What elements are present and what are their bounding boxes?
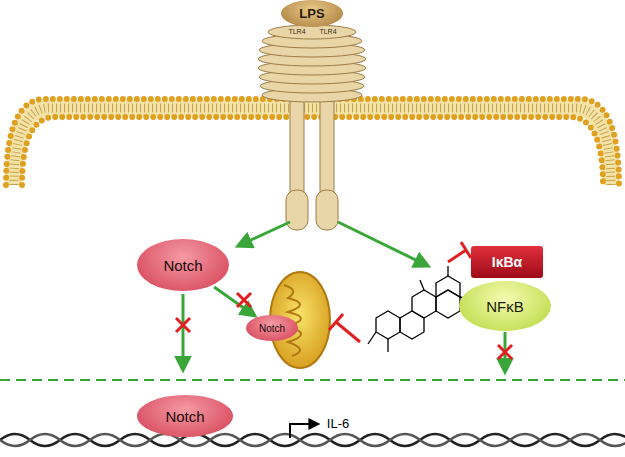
receptor-label: TLR4 — [319, 28, 336, 35]
signal-arrow — [182, 294, 185, 370]
node-text: LPS — [299, 6, 324, 21]
signal-arrow — [238, 222, 290, 246]
signal-arrow — [214, 287, 254, 316]
transcription-arrow — [290, 424, 318, 438]
block-cross — [237, 293, 251, 307]
node-text: Notch — [259, 323, 285, 334]
node-text: Notch — [165, 408, 204, 425]
inhibitor-box: IκBα — [471, 246, 543, 278]
protein-oval: Notch — [137, 239, 229, 291]
node-text: IκBα — [492, 254, 522, 270]
gene-label: IL-6 — [325, 416, 351, 431]
protein-oval: NFκB — [459, 281, 551, 331]
cell-membrane — [6, 99, 619, 185]
node-text: NFκB — [486, 298, 524, 315]
block-cross — [176, 318, 512, 359]
inhibition-line — [329, 242, 471, 342]
protein-oval: Notch — [137, 395, 233, 437]
nuclear-membrane — [0, 379, 625, 381]
triterpenoid-structure — [368, 266, 472, 352]
tlr4-receptor — [258, 25, 366, 230]
signal-arrow — [338, 222, 428, 266]
node-text: Notch — [163, 257, 202, 274]
receptor-label: TLR4 — [288, 28, 305, 35]
protein-oval: Notch — [246, 315, 297, 341]
ligand-oval: LPS — [281, 0, 343, 27]
dna-helix — [0, 434, 625, 446]
